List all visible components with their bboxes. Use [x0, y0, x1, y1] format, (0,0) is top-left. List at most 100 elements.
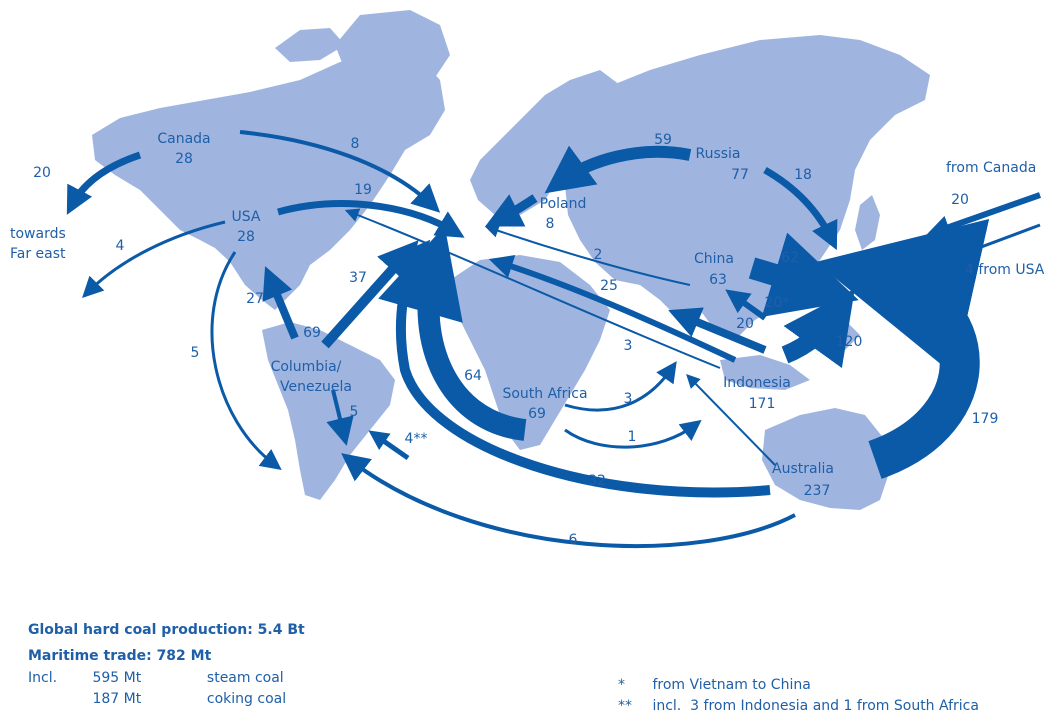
land-greenland — [335, 10, 450, 95]
from-usa-label: 4 from USA — [965, 262, 1045, 278]
region-indonesia-value: 171 — [749, 396, 776, 412]
towards-label-1: towards — [10, 226, 66, 242]
flow-china-europe — [484, 224, 691, 286]
flow-label-south-africa-india: 3 — [624, 391, 633, 407]
flow-colombia-south-america — [326, 389, 354, 446]
flow-australia-india — [686, 373, 776, 466]
landmasses — [92, 10, 930, 510]
flow-arrows — [66, 130, 1041, 549]
flow-label-australia-south-america: 6 — [569, 532, 578, 548]
flow-label-south-africa-europe: 64 — [464, 368, 482, 384]
flow-label-usa-europe: 19 — [354, 182, 372, 198]
flow-vietnam-china — [725, 289, 767, 321]
region-canada-name: Canada — [157, 131, 210, 147]
flow-label-indonesia-china: 20 — [736, 316, 754, 332]
flow-indonesia-east-asia — [781, 288, 855, 369]
flow-south-africa-india — [564, 361, 677, 412]
flow-label-indonesia-europe: 25 — [600, 278, 618, 294]
flow-label-usa-south-america: 5 — [191, 345, 200, 361]
flow-china-japan — [748, 232, 859, 317]
coking-coal-row: 187 Mt coking coal — [28, 689, 305, 710]
flow-canada-far-east — [66, 151, 142, 215]
flow-colombia-europe-69 — [321, 240, 419, 349]
flow-south-africa-asia — [564, 419, 702, 449]
flow-indonesia-europe — [488, 254, 737, 363]
footnote-2: ** incl. 3 from Indonesia and 1 from Sou… — [618, 696, 979, 717]
flow-other-south-america — [368, 430, 410, 461]
flow-canada-europe — [239, 130, 441, 213]
land-australia — [762, 408, 890, 510]
flow-label-south-africa-asia: 1 — [628, 429, 637, 445]
flow-label-indonesia-usa: 3 — [624, 338, 633, 354]
region-indonesia-name: Indonesia — [723, 375, 791, 391]
flow-usa-europe — [277, 200, 465, 238]
flow-australia-south-america — [341, 453, 796, 549]
steam-coal-row: Incl. 595 Mt steam coal — [28, 668, 305, 689]
flow-label-canada-japan: 20 — [951, 192, 969, 208]
flow-label-australia-east-asia: 179 — [972, 411, 999, 427]
maritime-title: Maritime trade: 782 Mt — [28, 648, 212, 664]
land-japan — [855, 195, 880, 250]
coking-label: coking coal — [206, 691, 287, 707]
flow-usa-south-america — [210, 251, 282, 471]
flow-labels: 20 4 8 19 5 59 18 20 62 20* 20 2 25 3 12… — [33, 132, 998, 548]
annotations: towards Far east from Canada 4 from USA — [10, 160, 1045, 278]
footnote-2-mark: ** — [618, 698, 632, 714]
region-usa-name: USA — [232, 209, 261, 225]
flow-label-indonesia-east-asia: 120 — [836, 334, 863, 350]
flow-label-colombia-usa: 27 — [246, 291, 264, 307]
region-usa-value: 28 — [237, 229, 255, 245]
from-canada-label: from Canada — [946, 160, 1036, 176]
flow-label-china-japan: 62 — [781, 250, 799, 266]
region-colombia-name-1: Columbia/ — [271, 359, 342, 375]
flow-colombia-usa — [262, 266, 299, 340]
flow-label-russia-europe: 59 — [654, 132, 672, 148]
flow-label-russia-japan: 18 — [794, 167, 812, 183]
region-canada-value: 28 — [175, 151, 193, 167]
flow-label-colombia-south-america: 5 — [350, 404, 359, 420]
flow-label-other-south-america: 4** — [405, 431, 428, 447]
coking-amount: 187 Mt — [92, 691, 142, 707]
region-south-africa-value: 69 — [528, 406, 546, 422]
footnote-1: * from Vietnam to China — [618, 675, 979, 696]
flow-label-usa-far-east: 4 — [116, 238, 125, 254]
incl-label: Incl. — [28, 670, 58, 686]
summary-block: Global hard coal production: 5.4 Bt Mari… — [28, 622, 305, 710]
region-poland-value: 8 — [546, 216, 555, 232]
region-colombia-name-2: Venezuela — [280, 379, 352, 395]
region-poland-name: Poland — [540, 196, 587, 212]
flow-label-canada-europe: 8 — [351, 136, 360, 152]
flow-label-australia-europe: 32 — [588, 473, 606, 489]
land-south-america — [262, 322, 395, 500]
region-labels: Canada 28 USA 28 Russia 77 Poland 8 Chin… — [157, 131, 834, 499]
footnote-1-mark: * — [618, 677, 625, 693]
flow-indonesia-china — [668, 307, 767, 354]
flow-poland-europe — [485, 194, 538, 227]
flow-label-colombia-europe-69: 69 — [303, 325, 321, 341]
land-asia — [560, 35, 930, 340]
flow-russia-europe — [544, 145, 692, 194]
region-russia-name: Russia — [695, 146, 740, 162]
region-china-name: China — [694, 251, 734, 267]
region-china-value: 63 — [709, 272, 727, 288]
footnote-2-text: incl. 3 from Indonesia and 1 from South … — [652, 698, 979, 714]
land-north-america — [92, 50, 445, 310]
flow-label-china-europe: 2 — [594, 247, 603, 263]
steam-label: steam coal — [206, 670, 284, 686]
footnotes-block: * from Vietnam to China ** incl. 3 from … — [618, 675, 979, 717]
steam-amount: 595 Mt — [92, 670, 142, 686]
region-australia-value: 237 — [804, 483, 831, 499]
footnote-1-text: from Vietnam to China — [652, 677, 811, 693]
land-africa — [450, 255, 610, 450]
region-australia-name: Australia — [772, 461, 834, 477]
flow-label-canada-far-east: 20 — [33, 165, 51, 181]
flow-south-africa-europe — [378, 226, 527, 441]
production-title: Global hard coal production: 5.4 Bt — [28, 622, 305, 638]
towards-label-2: Far east — [10, 246, 66, 262]
flow-label-colombia-europe-37: 37 — [349, 270, 367, 286]
flow-australia-east-asia — [815, 219, 990, 479]
region-russia-value: 77 — [731, 167, 749, 183]
flow-usa-far-east — [82, 220, 226, 298]
flow-label-vietnam-china: 20* — [765, 295, 790, 311]
